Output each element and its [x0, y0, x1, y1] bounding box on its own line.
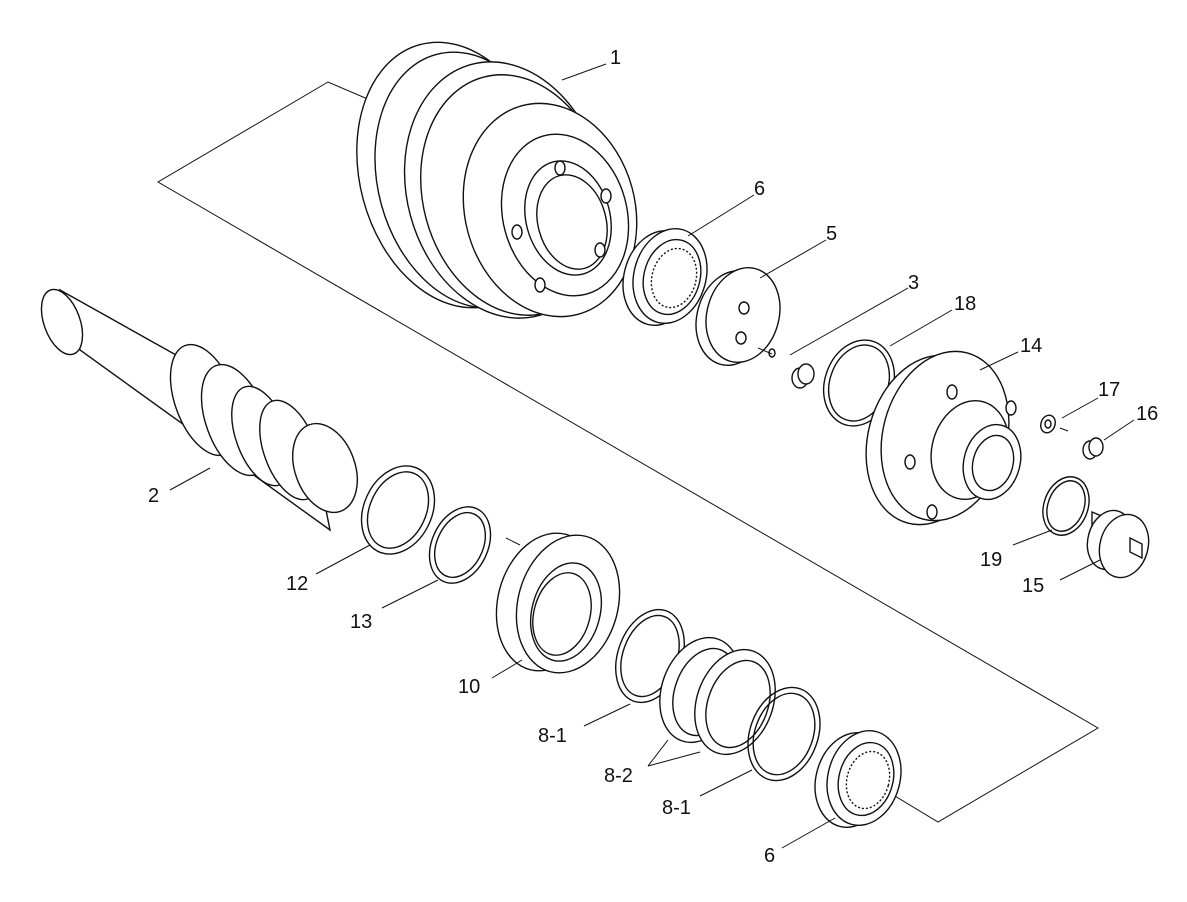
label-part-19: 19	[980, 549, 1002, 571]
label-part-8-2: 8-2	[604, 765, 633, 787]
hub-flange	[865, 350, 1022, 526]
collar	[495, 532, 621, 674]
bearing-bottom	[814, 730, 902, 828]
o-ring-19	[1042, 476, 1090, 536]
floating-seal-8-2	[659, 636, 776, 756]
ring-12	[360, 465, 436, 555]
assembly-bracket-line	[157, 81, 1099, 823]
label-part-17: 17	[1098, 379, 1120, 401]
label-part-18: 18	[954, 293, 976, 315]
label-part-8-1-upper: 8-1	[538, 725, 567, 747]
shaft	[40, 288, 358, 532]
label-part-1: 1	[610, 47, 621, 69]
bolt-16	[1082, 437, 1104, 460]
label-part-3: 3	[908, 272, 919, 294]
label-part-6-top: 6	[754, 178, 765, 200]
label-part-5: 5	[826, 223, 837, 245]
leader-lines	[169, 63, 1135, 849]
ring-13	[428, 506, 492, 584]
roller-body	[356, 41, 638, 319]
label-part-6-bottom: 6	[764, 845, 775, 867]
label-part-14: 14	[1020, 335, 1042, 357]
bearing-top	[622, 228, 708, 326]
label-part-16: 16	[1136, 403, 1158, 425]
cover-plate	[695, 267, 781, 366]
label-part-8-1-lower: 8-1	[662, 797, 691, 819]
label-part-2: 2	[148, 485, 159, 507]
label-part-10: 10	[458, 676, 480, 698]
seal-ring-8-1-lower	[747, 686, 821, 782]
washer-17	[1040, 414, 1069, 434]
label-part-12: 12	[286, 573, 308, 595]
threaded-plug	[1086, 509, 1150, 579]
label-part-15: 15	[1022, 575, 1044, 597]
pin-and-plug	[757, 347, 815, 389]
label-part-13: 13	[350, 611, 372, 633]
